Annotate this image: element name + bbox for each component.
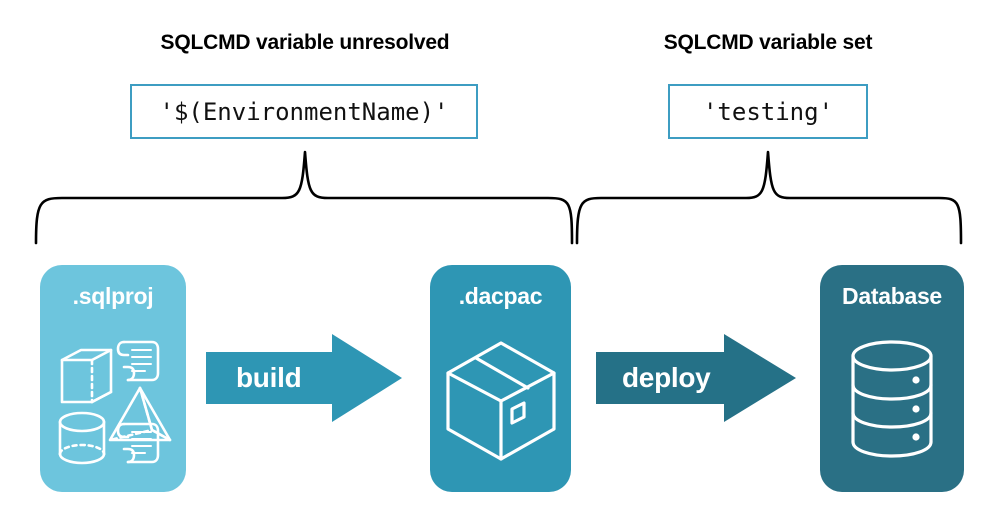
section-header-right: SQLCMD variable set — [663, 31, 873, 54]
scroll-icon — [116, 422, 160, 463]
brace-left-icon — [34, 150, 574, 245]
scroll-icon — [116, 340, 160, 381]
arrow-build-label: build — [236, 362, 302, 393]
stage-dacpac-artwork — [430, 317, 571, 484]
database-cylinder-icon — [851, 339, 933, 458]
stage-sqlproj-artwork — [40, 317, 186, 484]
stage-sqlproj-label: .sqlproj — [72, 283, 154, 309]
arrow-build-icon — [206, 334, 402, 422]
stage-dacpac: .dacpac — [430, 265, 571, 492]
stage-database-artwork — [820, 317, 964, 484]
stage-database: Database — [820, 265, 964, 492]
package-box-icon — [445, 340, 556, 461]
arrow-build: build — [206, 334, 402, 422]
brace-right-icon — [575, 150, 963, 245]
arrow-deploy-icon — [596, 334, 796, 422]
arrow-deploy: deploy — [596, 334, 796, 422]
sqlcmd-variable-set-value: 'testing' — [702, 97, 834, 126]
stage-dacpac-label: .dacpac — [458, 283, 543, 309]
cube-icon — [60, 348, 113, 403]
sqlcmd-variable-unresolved-value-box: '$(EnvironmentName)' — [130, 84, 478, 139]
cylinder-icon — [58, 411, 106, 464]
stage-database-label: Database — [842, 283, 942, 309]
section-header-left: SQLCMD variable unresolved — [160, 31, 450, 54]
sqlcmd-variable-unresolved-value: '$(EnvironmentName)' — [159, 97, 449, 126]
sqlcmd-variable-set-value-box: 'testing' — [668, 84, 868, 139]
stage-sqlproj: .sqlproj — [40, 265, 186, 492]
arrow-deploy-label: deploy — [622, 362, 711, 393]
